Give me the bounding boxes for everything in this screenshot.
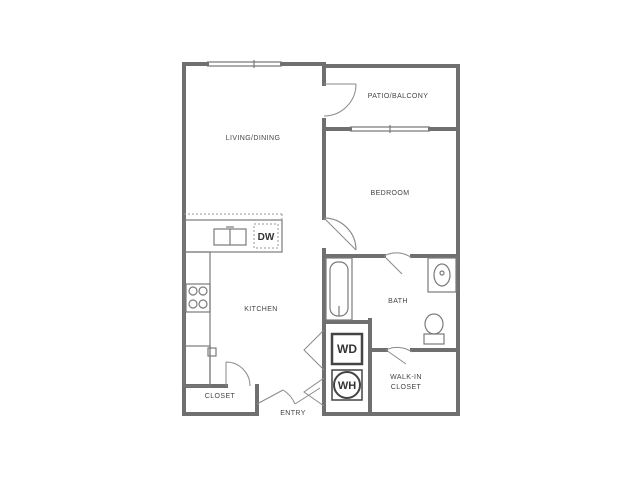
label-walkin-2: CLOSET (391, 384, 422, 391)
bath-sink (427, 257, 457, 293)
label-dw: DW (258, 232, 275, 243)
dishwasher (253, 223, 279, 249)
kitchen-fixtures (183, 213, 283, 387)
laundry-fixtures (330, 332, 364, 401)
appliance-labels: DW WD WH (258, 232, 358, 392)
water-heater-box (331, 369, 363, 401)
label-wh: WH (338, 380, 356, 392)
stove (185, 283, 211, 313)
label-bedroom: BEDROOM (371, 190, 410, 197)
toilet-tank (423, 333, 445, 345)
label-living: LIVING/DINING (226, 135, 281, 142)
refrigerator (183, 345, 211, 387)
label-entry: ENTRY (280, 410, 306, 417)
washer-dryer-box (330, 332, 364, 366)
label-walkin-1: WALK-IN (390, 374, 422, 381)
room-labels: PATIO/BALCONY LIVING/DINING BEDROOM KITC… (205, 93, 429, 417)
label-patio: PATIO/BALCONY (368, 93, 429, 100)
walls (182, 62, 460, 416)
water-heater-circle (333, 371, 361, 399)
label-closet: CLOSET (205, 393, 236, 400)
label-wd: WD (337, 342, 357, 356)
windows (207, 60, 430, 133)
doors (225, 83, 413, 407)
label-kitchen: KITCHEN (244, 306, 278, 313)
bathtub (325, 257, 353, 321)
bath-fixtures (325, 257, 457, 345)
toilet-bowl (424, 313, 444, 335)
label-bath: BATH (388, 298, 408, 305)
